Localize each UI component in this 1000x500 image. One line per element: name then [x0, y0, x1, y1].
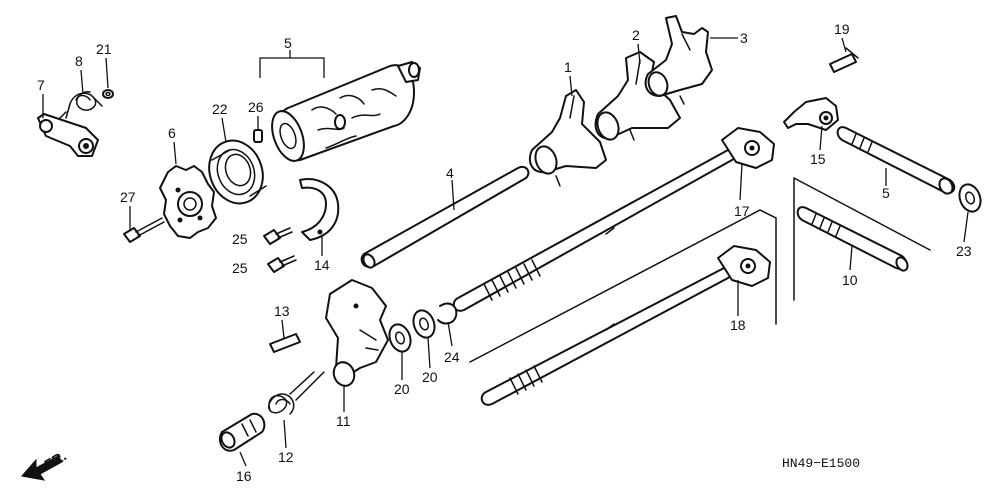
callout-14: 14 — [314, 257, 330, 273]
part-8-spring — [65, 91, 103, 119]
part-23-oil-seal — [958, 183, 982, 213]
part-15-shift-arm — [783, 97, 839, 131]
callout-8: 8 — [75, 53, 83, 69]
callout-labels: 1 2 3 4 5 5 6 7 8 10 11 12 13 14 15 16 1… — [37, 21, 972, 484]
callout-23: 23 — [956, 243, 972, 259]
part-17-shift-shaft — [452, 127, 775, 312]
callout-18: 18 — [730, 317, 746, 333]
leader-lines — [42, 37, 969, 467]
callout-21: 21 — [96, 41, 112, 57]
callout-25-upper: 25 — [232, 231, 248, 247]
part-24-circlip — [437, 302, 458, 325]
part-16-stopper-arm — [218, 412, 266, 452]
diagram-code: HN49−E1500 — [782, 456, 860, 471]
part-27-bolt — [123, 217, 165, 243]
part-5-shift-drum — [271, 61, 421, 162]
part-12-return-spring — [268, 371, 325, 415]
callout-7: 7 — [37, 77, 45, 93]
part-25-bolt-upper — [263, 227, 293, 245]
callout-10: 10 — [842, 272, 858, 288]
callout-22: 22 — [212, 101, 228, 117]
part-18-bracket — [469, 209, 777, 363]
part-19-bolt — [829, 47, 859, 73]
part-4-fork-shaft — [360, 166, 530, 269]
callout-19: 19 — [834, 21, 850, 37]
callout-11: 11 — [336, 413, 351, 429]
part-22-bearing — [208, 139, 267, 205]
callout-1: 1 — [564, 59, 572, 75]
callout-20-left: 20 — [394, 381, 410, 397]
callout-5-drum: 5 — [284, 35, 292, 51]
part-20-washer-right — [412, 309, 436, 339]
callout-6: 6 — [168, 125, 176, 141]
part-9-10-bracket — [793, 177, 931, 301]
part-13-pin — [269, 333, 301, 353]
part-18-shift-shaft — [480, 245, 771, 406]
callout-16: 16 — [236, 468, 252, 484]
callout-3: 3 — [740, 30, 748, 46]
part-1-shift-fork — [528, 89, 607, 187]
part-25-bolt-lower — [267, 255, 297, 273]
part-21-washer — [102, 89, 114, 99]
part-7-detent-arm — [37, 111, 99, 157]
callout-25-lower: 25 — [232, 260, 248, 276]
callout-27: 27 — [120, 189, 136, 205]
callout-15: 15 — [810, 151, 826, 167]
part-3-shift-fork — [644, 15, 713, 105]
front-arrow-icon — [21, 455, 63, 481]
callout-13: 13 — [274, 303, 290, 319]
callout-20-right: 20 — [422, 369, 438, 385]
callout-2: 2 — [632, 27, 640, 43]
callout-4: 4 — [446, 165, 454, 181]
part-14-stopper-plate — [299, 178, 340, 241]
callout-5-shaft: 5 — [882, 185, 890, 201]
callout-12: 12 — [278, 449, 294, 465]
part-26-pin — [253, 129, 263, 143]
part-11-gearshift-arm — [325, 279, 389, 387]
part-6-drum-plate — [159, 165, 217, 239]
callout-24: 24 — [444, 349, 460, 365]
part-9-shaft — [836, 126, 956, 195]
callout-17: 17 — [734, 203, 750, 219]
part-10-shaft — [796, 206, 909, 272]
front-direction-indicator: FR. — [21, 447, 69, 481]
callout-26: 26 — [248, 99, 264, 115]
part-20-washer-left — [388, 323, 412, 353]
